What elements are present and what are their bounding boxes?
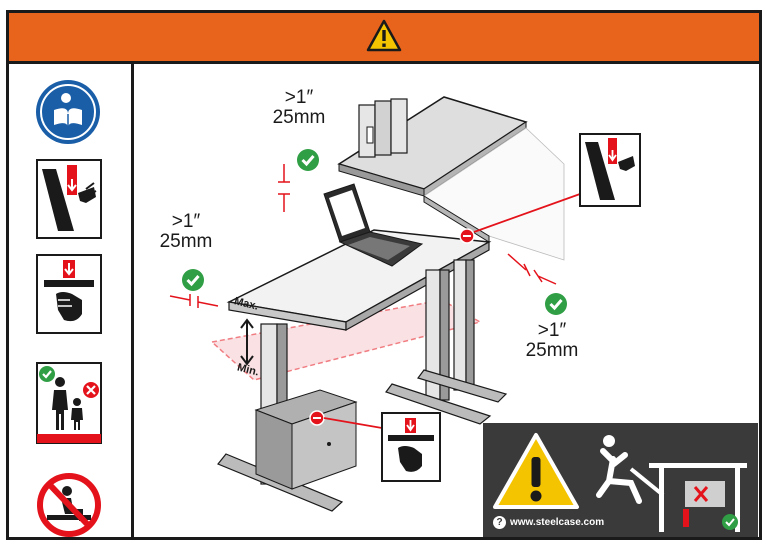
website-link[interactable]: ? www.steelcase.com: [493, 516, 604, 529]
no-sitting-under-desk-icon: [596, 435, 747, 532]
steelcase-warning-badge: ? www.steelcase.com: [483, 423, 758, 537]
measurement-right: >1″ 25mm: [514, 321, 590, 361]
measurement-right-mm: 25mm: [525, 340, 579, 361]
check-icon: [297, 149, 319, 171]
read-manual-icon: [36, 80, 100, 144]
desk-diagram: >1″ 25mm >1″ 25mm >1″ 25mm Max. Min.: [134, 64, 759, 537]
measurement-top-inches: >1″: [284, 87, 314, 108]
measurement-left-inches: >1″: [171, 211, 201, 232]
website-url[interactable]: www.steelcase.com: [510, 517, 605, 528]
warning-triangle-icon: [366, 19, 402, 52]
desk-illustration: [169, 96, 641, 512]
check-icon: [545, 293, 567, 315]
diagram-hand-crush-icon: [381, 412, 441, 482]
measurement-top: >1″ 25mm: [264, 88, 334, 128]
hand-crush-under-icon: [36, 254, 102, 334]
measurement-left-mm: 25mm: [159, 231, 213, 252]
hand-pinch-side-icon: [36, 159, 102, 239]
laptop: [323, 183, 424, 267]
icon-column: [9, 64, 134, 537]
file-cabinet: [254, 389, 358, 490]
warning-triangle-icon: [493, 433, 579, 509]
no-sitting-icon: [37, 473, 101, 537]
help-icon: ?: [493, 516, 506, 529]
check-icon: [182, 269, 204, 291]
measurement-top-mm: 25mm: [272, 107, 326, 128]
diagram-pinch-icon: [579, 133, 641, 207]
books: [358, 98, 408, 158]
measurement-left: >1″ 25mm: [148, 212, 224, 252]
measurement-right-inches: >1″: [537, 320, 567, 341]
warning-header: [9, 13, 759, 64]
child-safety-icon: [36, 362, 102, 444]
warning-label: >1″ 25mm >1″ 25mm >1″ 25mm Max. Min.: [6, 10, 762, 540]
